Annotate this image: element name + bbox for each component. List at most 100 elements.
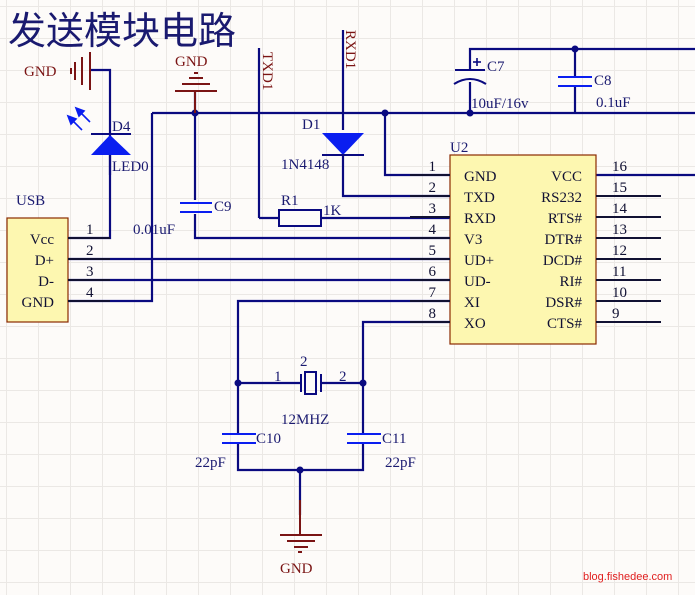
u2-left-pin: 7XI	[410, 285, 480, 311]
u2-pin-name: VCC	[551, 169, 582, 185]
r1-ref: R1	[281, 193, 299, 209]
usb-pin: 2D+	[35, 243, 110, 269]
junction-dot	[296, 466, 304, 474]
wire-u2-gnd	[383, 113, 450, 177]
u2-pin-number: 12	[612, 243, 627, 259]
net-label-rxd1: RXD1	[342, 30, 358, 69]
u2-left-pin: 6UD-	[410, 264, 491, 290]
u2-pin-name: DSR#	[545, 295, 582, 311]
crystal-value: 12MHZ	[281, 412, 329, 428]
usb-pin-number: 2	[86, 243, 94, 259]
crystal	[300, 371, 322, 395]
c9-ref: C9	[214, 199, 232, 215]
u2-pin-number: 14	[612, 201, 628, 217]
u2-pin-number: 6	[429, 264, 437, 280]
u2-left-pin: 5UD+	[410, 243, 494, 269]
u2-pin-name: RI#	[560, 274, 583, 290]
c11-value: 22pF	[385, 455, 416, 471]
crystal-ref: 2	[300, 354, 308, 370]
u2-pin-name: RXD	[464, 211, 496, 227]
u2-ref: U2	[450, 140, 468, 156]
u2-pin-number: 9	[612, 306, 620, 322]
u2-pin-number: 4	[429, 222, 437, 238]
u2-pin-name: DTR#	[545, 232, 583, 248]
capacitor-c11	[347, 433, 381, 444]
u2-pin-number: 15	[612, 180, 627, 196]
junction-dot	[359, 379, 367, 387]
junction-dot	[466, 109, 474, 117]
usb-pin-name: Vcc	[30, 232, 54, 248]
u2-pins: 1GND2TXD3RXD4V35UD+6UD-7XI8XO16VCC15RS23…	[410, 159, 661, 332]
u2-pin-number: 13	[612, 222, 627, 238]
u2-pin-name: RTS#	[548, 211, 583, 227]
u2-pin-number: 1	[429, 159, 437, 175]
usb-pin-name: GND	[22, 295, 55, 311]
net-label-txd1: TXD1	[259, 52, 275, 90]
gnd-label-top-left: GND	[24, 64, 57, 80]
wire-c9-v3	[193, 214, 450, 240]
wire-xi	[236, 299, 450, 383]
gnd-label-bottom: GND	[280, 561, 313, 577]
junctions	[191, 45, 579, 474]
gnd-symbol-top-left	[70, 52, 91, 90]
usb-pin-number: 4	[86, 285, 94, 301]
c7-ref: C7	[487, 59, 505, 75]
usb-ref: USB	[16, 193, 45, 209]
c8-value: 0.1uF	[596, 95, 631, 111]
c9-value: 0.01uF	[133, 222, 175, 238]
u2-chip-body	[449, 154, 597, 345]
diode-triangle-icon	[322, 133, 364, 155]
usb-pin-name: D+	[35, 253, 54, 269]
d4-value: LED0	[112, 159, 149, 175]
u2-pin-number: 8	[429, 306, 437, 322]
capacitor-c9	[180, 202, 212, 213]
junction-dot	[234, 379, 242, 387]
wire-cap-bottom	[236, 443, 365, 472]
c8-ref: C8	[594, 73, 612, 89]
u2-left-pin: 4V3	[410, 222, 482, 248]
wire-xo	[361, 320, 450, 383]
u2-pin-name: V3	[464, 232, 482, 248]
u2-pin-name: TXD	[464, 190, 495, 206]
u2-pin-number: 7	[429, 285, 437, 301]
wire-vcc-rail	[468, 47, 695, 70]
crystal-pin2: 2	[339, 369, 347, 385]
c10-value: 22pF	[195, 455, 226, 471]
u2-pin-name: UD-	[464, 274, 491, 290]
resistor-r1	[278, 209, 322, 227]
crystal-pin1: 1	[274, 369, 282, 385]
d1-ref: D1	[302, 117, 320, 133]
light-emission-icon	[66, 106, 91, 131]
led-triangle-icon	[91, 135, 131, 155]
u2-pin-number: 10	[612, 285, 627, 301]
u2-pin-name: UD+	[464, 253, 494, 269]
u2-pin-number: 3	[429, 201, 437, 217]
diode-d1	[322, 133, 364, 156]
u2-pin-name: XI	[464, 295, 480, 311]
usb-pin-number: 1	[86, 222, 94, 238]
u2-pin-number: 16	[612, 159, 628, 175]
u2-pin-name: GND	[464, 169, 497, 185]
u2-left-pin: 8XO	[410, 306, 486, 332]
capacitor-c8	[558, 76, 592, 87]
usb-pin-number: 3	[86, 264, 94, 280]
c11-ref: C11	[382, 431, 406, 447]
junction-dot	[571, 45, 579, 53]
u2-pin-number: 5	[429, 243, 437, 259]
c7-value: 10uF/16v	[471, 96, 529, 112]
usb-pin-name: D-	[38, 274, 54, 290]
